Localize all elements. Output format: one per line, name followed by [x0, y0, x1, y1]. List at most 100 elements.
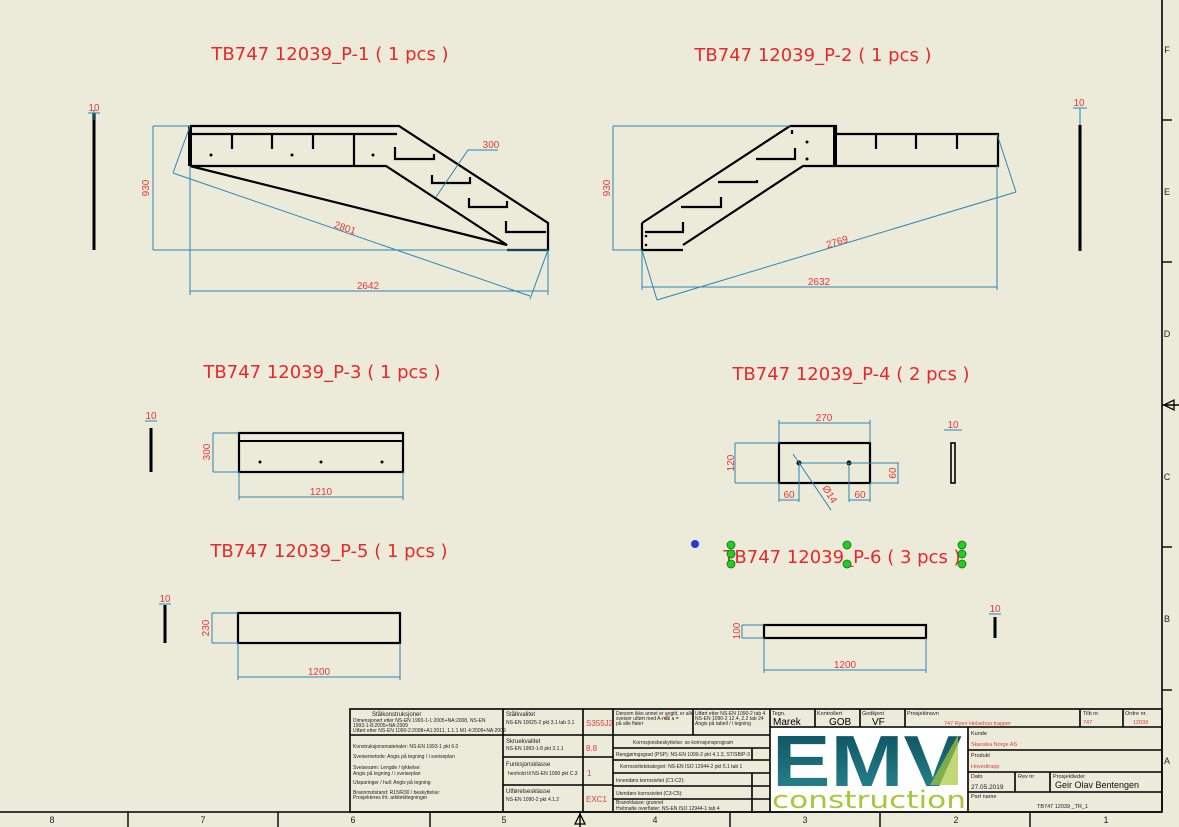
dimension-label: 10 [145, 411, 157, 422]
view-title: TB747 12039_P-4 ( 2 pcs ) [731, 364, 969, 385]
title-block-text: Prosjektleder [1053, 774, 1085, 780]
dimension-label: 2769 [825, 234, 850, 251]
row-label: A [1164, 756, 1170, 766]
dimension-label: 2801 [333, 220, 358, 238]
title-block-text: Funksjonsklasse [506, 762, 551, 768]
title-block-text: Kunde [971, 731, 987, 737]
drawing-mark [842, 540, 852, 550]
view-title-selected[interactable]: TB747 12039_P-6 ( 3 pcs ) [722, 547, 960, 568]
drawing-mark [644, 243, 648, 247]
dimension-label: 1210 [310, 487, 333, 498]
title-block-text: VF [872, 717, 885, 728]
title-block-text: Korrosjonsbeskyttelse: se korrosjonsprog… [633, 740, 733, 746]
dimension-label: 10 [88, 103, 100, 114]
title-block-text: Rengjøringsgrad (PSP): NS-EN 1090-2 pkt … [616, 752, 750, 758]
drawing-mark [957, 540, 967, 550]
title-block-text: henhold til NS-EN 1990 pkt C.3 [508, 771, 578, 777]
title-block-text: Brannklasse: grunnet [616, 800, 664, 806]
title-block-text: 27.05.2019 [971, 784, 1004, 791]
part-outline [236, 611, 402, 645]
dimension-label: 930 [602, 179, 613, 196]
dimension-label: 270 [816, 413, 833, 424]
title-block-text: 747 [1083, 720, 1092, 726]
title-block-text: Prosjektnavn [907, 711, 939, 717]
insertion-point-icon[interactable] [691, 540, 699, 548]
drawing-mark [957, 549, 967, 559]
column-label: 2 [953, 815, 958, 825]
dimension-lines [612, 125, 1017, 301]
title-block-text: Hovedtrapp [971, 764, 999, 770]
view-p5[interactable]: TB747 12039_P-5 ( 1 pcs ) 10 230 1200 [159, 541, 448, 680]
dimension-label: 2642 [357, 281, 380, 292]
title-block-text: 12039 [1133, 720, 1148, 726]
title-block-text: NS-EN 1993-1-8 pkt 3.1.1 [506, 746, 564, 752]
view-title: TB747 12039_P-1 ( 1 pcs ) [210, 44, 448, 65]
title-block-text: Utført etter NS-EN 1090-2:2008+A1:2011, … [353, 728, 506, 734]
dimension-label: 1200 [834, 660, 857, 671]
step-brackets [645, 130, 797, 234]
view-p6[interactable]: TB747 12039_P-6 ( 3 pcs ) 100 1200 10 [691, 540, 1001, 673]
drawing-mark [371, 153, 375, 157]
part-outline [237, 431, 405, 474]
title-block-text: S355J2 [586, 719, 614, 728]
center-mark-icon [1162, 398, 1175, 412]
column-label: 6 [350, 815, 355, 825]
drawing-mark [770, 709, 1162, 812]
part-outline [762, 623, 928, 640]
view-p2[interactable]: TB747 12039_P-2 ( 1 pcs ) 10 930 2632 27… [602, 45, 1087, 301]
title-block-text: Tilb nr. [1083, 711, 1100, 717]
title-block-text: på alle flater [616, 720, 644, 727]
title-block-text: 8.8 [586, 744, 598, 753]
title-block-text: Produkt [971, 753, 990, 759]
drawing-mark [771, 728, 967, 811]
emv-logo: EMV construction [771, 722, 967, 814]
title-block-text: Kontrollert [817, 711, 843, 717]
title-block-text: NS-EN 1090-2 pkt 4.1.2 [506, 797, 559, 803]
title-block-text: Prosjekteres iht. arkitekttegninger [353, 795, 428, 801]
title-block-text: GOB [829, 717, 852, 728]
title-block-text: NS-EN 1090-2 12.4, 2.2 tab 24 [695, 716, 764, 722]
view-p1[interactable]: TB747 12039_P-1 ( 1 pcs ) 10 930 2642 28… [88, 44, 550, 300]
title-block-text: Angis på tabell / i tegning [695, 720, 751, 727]
view-p4[interactable]: TB747 12039_P-4 ( 2 pcs ) 270 120 60 60 … [726, 364, 970, 511]
dimension-lines [741, 624, 927, 673]
selection-handles[interactable] [726, 540, 967, 569]
title-block-text: EMV [772, 722, 962, 802]
title-block-text: Angis på tegning / i sveiseplan [353, 770, 421, 777]
title-block-text: NS-EN 10025-2 pkt 3.1 tab 3.1 [506, 720, 575, 726]
dimension-label: 60 [854, 490, 866, 501]
title-block-text: Geir Olav Bentengen [1055, 780, 1139, 790]
dimension-label: 930 [141, 179, 152, 196]
dimension-lines [734, 420, 899, 511]
title-block-text: Skanska Norge AS [971, 742, 1017, 748]
title-block-text: Hvitmalte overflater: NS-EN ISO 12944-1 … [616, 806, 720, 812]
center-mark-icon [573, 812, 587, 825]
drawing-mark [842, 559, 852, 569]
steel-heading: Stålkonstruksjoner [372, 711, 421, 718]
drawing-mark [349, 708, 1163, 813]
row-label: E [1164, 187, 1170, 197]
title-block-text: TB747 12039 _TR_1 [1037, 804, 1088, 810]
title-block-text: Godkjent [862, 711, 884, 717]
title-block-text: Dato [971, 774, 983, 780]
dimension-lines [211, 612, 401, 680]
dimension-label: 10 [159, 594, 171, 605]
dimension-label: 1200 [308, 667, 331, 678]
view-p3[interactable]: TB747 12039_P-3 ( 1 pcs ) 10 300 1210 [145, 362, 441, 500]
row-label: D [1164, 329, 1171, 339]
title-block-text: Skruekvalitet [506, 739, 541, 745]
dimension-label: 60 [783, 490, 795, 501]
title-block-text: Konstruksjonsmaterialer: NS-EN 1993-1 pk… [353, 744, 459, 750]
title-block-text: EXC1 [586, 795, 607, 804]
drawn-by: Marek [773, 717, 802, 728]
drawing-mark [726, 559, 736, 569]
drawing-mark [350, 709, 771, 812]
part-outline [640, 124, 1000, 252]
dimension-label: 300 [202, 443, 213, 460]
title-block-text: Innendørs korrosivitet (C1-C2): [616, 778, 685, 784]
title-block-text: Brannmotstand: R15/R30 / beskyttelse: [353, 790, 440, 796]
title-block-text: Korrosivitetskategori: NS-EN ISO 12944-2… [620, 764, 742, 770]
dimension-label: 230 [201, 619, 212, 636]
title-block-text: 1993-1-8:2005+NA:2009 [353, 723, 408, 729]
